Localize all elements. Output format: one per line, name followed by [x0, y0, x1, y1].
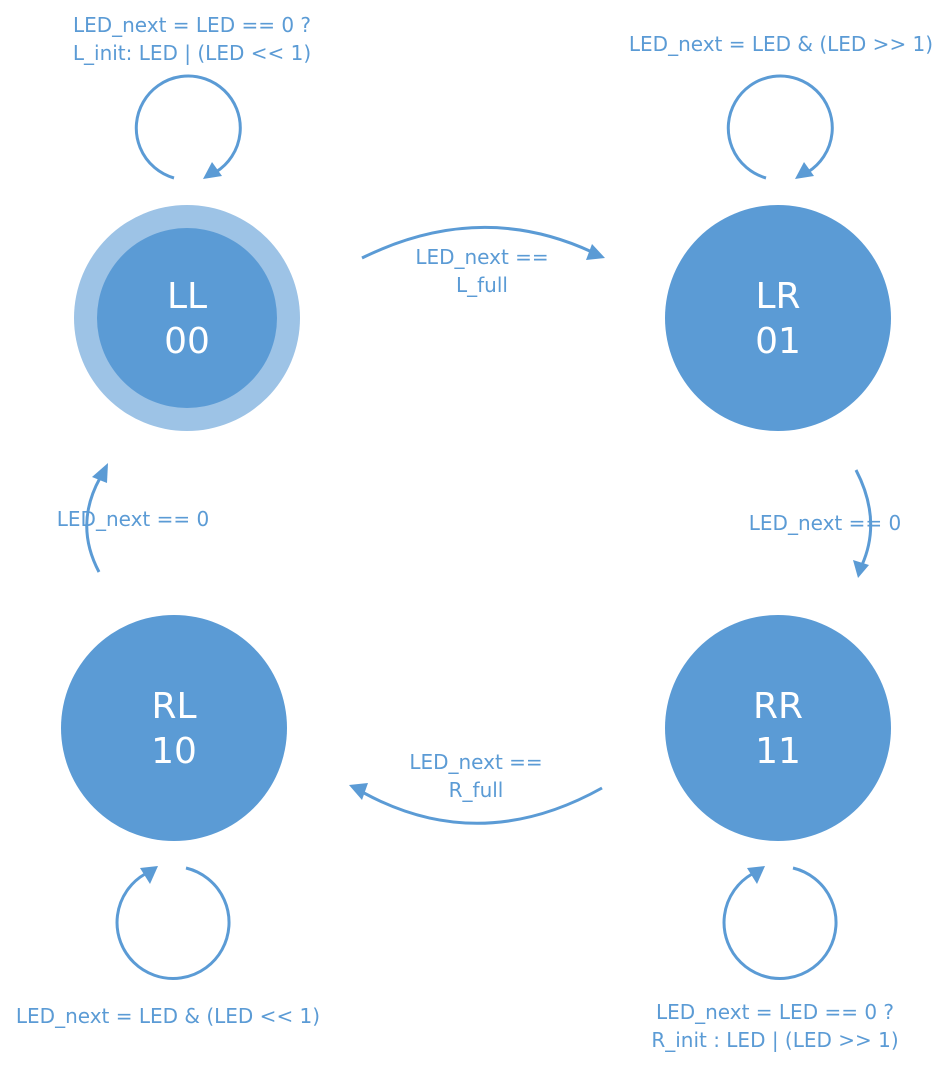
- lr-self-loop-arrowhead: [795, 162, 814, 179]
- lr-self-label: LED_next = LED & (LED >> 1): [629, 32, 933, 56]
- state-rr-name: RR: [753, 686, 803, 727]
- ll-self-loop-arc: [134, 74, 242, 180]
- rr-to-rl-label-line2: R_full: [449, 778, 504, 802]
- rl-to-ll-arrowhead: [92, 463, 108, 483]
- state-rr: RR 11: [665, 615, 891, 841]
- state-rl: RL 10: [61, 615, 287, 841]
- state-rr-code: 11: [755, 731, 801, 772]
- state-rl-node: [61, 615, 287, 841]
- rr-self-loop-arc: [722, 866, 838, 980]
- ll-to-lr-label-line1: LED_next ==: [415, 245, 548, 269]
- rr-self-label-line1: LED_next = LED == 0 ?: [656, 1000, 894, 1024]
- state-rl-name: RL: [151, 686, 196, 727]
- state-ll-name: LL: [167, 276, 207, 317]
- rr-self-label-line2: R_init : LED | (LED >> 1): [651, 1028, 898, 1052]
- state-lr: LR 01: [665, 205, 891, 431]
- transition-rl-to-ll: LED_next == 0: [57, 463, 209, 573]
- ll-self-label-line2: L_init: LED | (LED << 1): [73, 41, 311, 65]
- transition-rr-self: LED_next = LED == 0 ? R_init : LED | (LE…: [651, 866, 899, 1052]
- state-ll-code: 00: [164, 321, 210, 362]
- rl-self-loop-arrowhead: [140, 866, 158, 884]
- transition-lr-to-rr: LED_next == 0: [749, 469, 901, 578]
- ll-to-lr-label-line2: L_full: [456, 273, 508, 297]
- transition-rl-self: LED_next = LED & (LED << 1): [16, 866, 320, 1028]
- lr-to-rr-arrowhead: [853, 560, 869, 578]
- state-lr-code: 01: [755, 321, 801, 362]
- lr-to-rr-arc: [854, 469, 873, 566]
- rl-to-ll-arc: [85, 477, 102, 573]
- ll-to-lr-arrowhead: [586, 244, 605, 260]
- transition-lr-self: LED_next = LED & (LED >> 1): [629, 32, 933, 180]
- rl-self-loop-arc: [115, 866, 231, 980]
- state-lr-node: [665, 205, 891, 431]
- lr-self-loop-arc: [726, 74, 834, 180]
- transition-ll-to-lr: LED_next == L_full: [361, 226, 605, 297]
- transition-rr-to-rl: LED_next == R_full: [349, 750, 603, 825]
- ll-self-loop-arrowhead: [203, 162, 222, 179]
- ll-to-lr-arc: [361, 226, 593, 260]
- transition-ll-self: LED_next = LED == 0 ? L_init: LED | (LED…: [73, 13, 311, 180]
- state-rr-node: [665, 615, 891, 841]
- state-ll-node: [97, 228, 277, 408]
- rl-to-ll-label: LED_next == 0: [57, 507, 209, 531]
- lr-to-rr-label: LED_next == 0: [749, 511, 901, 535]
- rr-to-rl-arc: [363, 786, 603, 825]
- rr-to-rl-arrowhead: [349, 783, 368, 800]
- rr-self-loop-arrowhead: [747, 866, 765, 884]
- state-rl-code: 10: [151, 731, 197, 772]
- rr-to-rl-label-line1: LED_next ==: [409, 750, 542, 774]
- state-lr-name: LR: [755, 276, 800, 317]
- rl-self-label: LED_next = LED & (LED << 1): [16, 1004, 320, 1028]
- state-ll: LL 00: [74, 205, 300, 431]
- ll-self-label-line1: LED_next = LED == 0 ?: [73, 13, 311, 37]
